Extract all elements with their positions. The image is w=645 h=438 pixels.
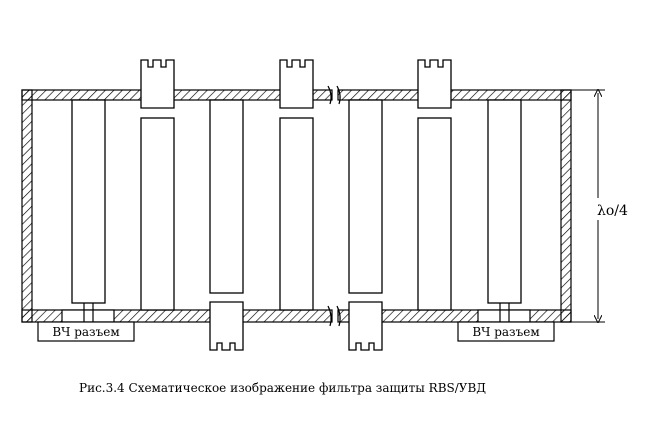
tuning-screw-top-3 (417, 59, 452, 109)
coupling-stub-right (477, 303, 531, 323)
tuning-screw-top-2 (279, 59, 314, 109)
dimension-line: λo/4 (571, 90, 630, 322)
figure-caption: Рис.3.4 Схематическое изображение фильтр… (79, 381, 486, 395)
coupling-stub-left (61, 303, 115, 323)
tuning-screw-bottom-2 (348, 301, 383, 351)
resonator-rod-1 (71, 99, 106, 304)
dimension-label: λo/4 (597, 203, 628, 219)
resonator-rod-6 (417, 117, 452, 311)
connector-left: ВЧ разъем (37, 321, 135, 342)
resonator-rod-2 (140, 117, 175, 311)
connector-right-label: ВЧ разъем (472, 325, 539, 339)
tuning-screw-bottom-1 (209, 301, 244, 351)
connector-right: ВЧ разъем (457, 321, 555, 342)
tuning-screw-top-1 (140, 59, 175, 109)
resonator-rod-5 (348, 99, 383, 294)
connector-left-label: ВЧ разъем (52, 325, 119, 339)
resonator-rod-7 (487, 99, 522, 304)
resonator-rod-3 (209, 99, 244, 294)
resonator-rod-4 (279, 117, 314, 311)
